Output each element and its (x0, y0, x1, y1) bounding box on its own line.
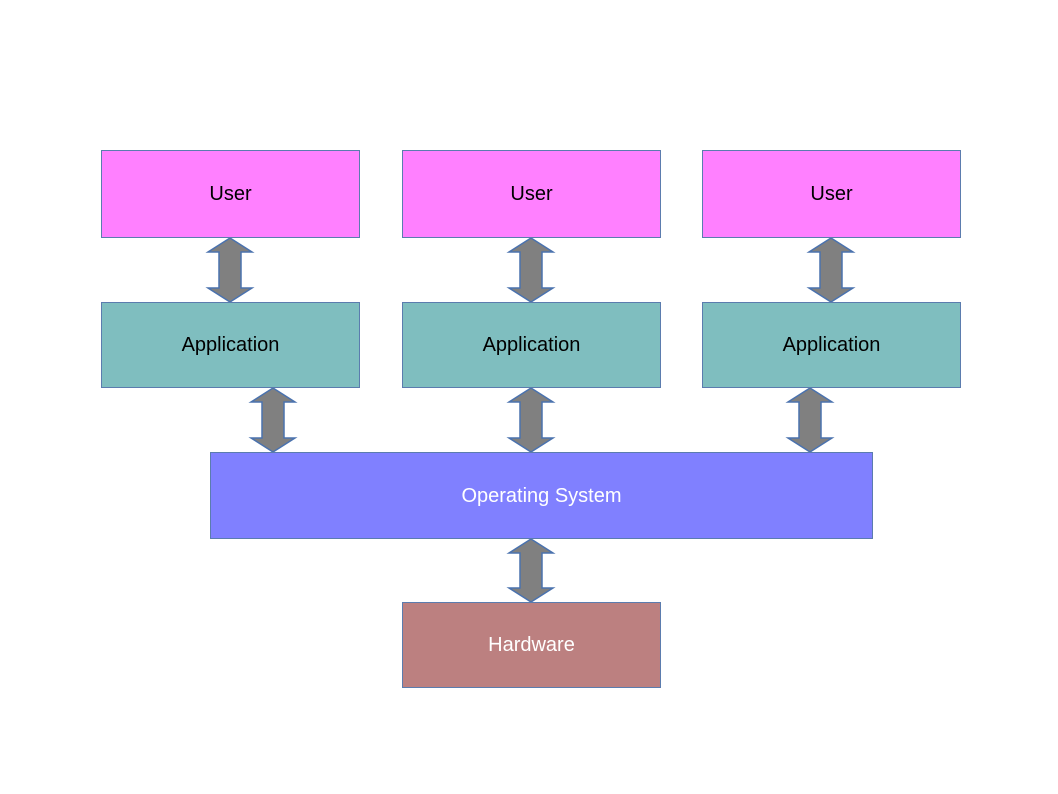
double-arrow-user3-application3 (806, 237, 856, 303)
double-arrow-os-hardware (506, 538, 556, 603)
node-hardware: Hardware (402, 602, 661, 688)
node-user-2: User (402, 150, 661, 238)
double-arrow-user2-application2 (506, 237, 556, 303)
node-label-application-2: Application (482, 334, 581, 356)
double-arrow-application1-os (248, 387, 298, 453)
node-user-3: User (702, 150, 961, 238)
node-label-operating-system: Operating System (461, 484, 622, 507)
double-arrow-user1-application1 (205, 237, 255, 303)
node-label-application-3: Application (782, 334, 881, 356)
node-application-2: Application (402, 302, 661, 388)
double-arrow-application3-os (785, 387, 835, 453)
node-label-user-1: User (209, 183, 252, 205)
node-label-application-1: Application (181, 334, 280, 356)
node-application-1: Application (101, 302, 360, 388)
node-label-hardware: Hardware (488, 634, 575, 656)
node-user-1: User (101, 150, 360, 238)
double-arrow-application2-os (506, 387, 556, 453)
node-label-user-3: User (810, 183, 853, 205)
node-label-user-2: User (510, 183, 553, 205)
node-application-3: Application (702, 302, 961, 388)
node-operating-system: Operating System (210, 452, 873, 539)
